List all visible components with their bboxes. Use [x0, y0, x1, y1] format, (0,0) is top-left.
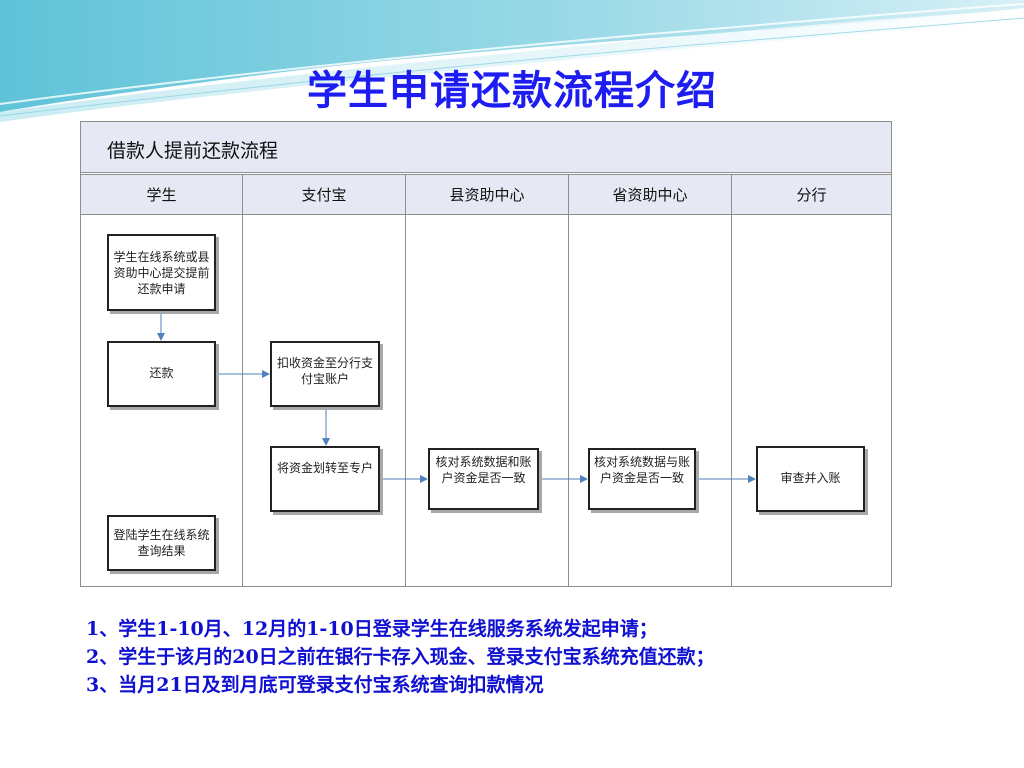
lane-divider — [242, 174, 243, 587]
box-transfer-funds: 将资金划转至专户 — [270, 446, 380, 512]
lane-divider — [731, 174, 732, 587]
note-item: 1、学生1-10月、12月的1-10日登录学生在线服务系统发起申请； — [86, 618, 658, 640]
lane-header-province-center: 省资助中心 — [569, 174, 731, 215]
box-submit-application: 学生在线系统或县资助中心提交提前还款申请 — [107, 234, 216, 311]
flowchart: 借款人提前还款流程 学生 支付宝 县资助中心 省资助中心 分行 学生在线系统或县… — [80, 121, 892, 587]
flowchart-title: 借款人提前还款流程 — [107, 140, 279, 162]
note-item: 3、当月21日及到月底可登录支付宝系统查询扣款情况 — [86, 674, 544, 696]
lane-divider — [405, 174, 406, 587]
lane-divider — [568, 174, 569, 587]
flowchart-header: 借款人提前还款流程 — [81, 122, 891, 173]
notes: 1、学生1-10月、12月的1-10日登录学生在线服务系统发起申请； 2、学生于… — [86, 615, 715, 699]
box-deduct-funds: 扣收资金至分行支付宝账户 — [270, 341, 380, 407]
box-repay: 还款 — [107, 341, 216, 407]
lane-header-county-center: 县资助中心 — [406, 174, 568, 215]
box-login-query: 登陆学生在线系统查询结果 — [107, 515, 216, 571]
flow-arrows — [157, 311, 756, 483]
lane-header-alipay: 支付宝 — [243, 174, 405, 215]
box-province-verify: 核对系统数据与账户资金是否一致 — [588, 448, 696, 510]
box-county-verify: 核对系统数据和账户资金是否一致 — [428, 448, 539, 510]
lane-header-branch: 分行 — [732, 174, 891, 215]
lane-header-student: 学生 — [81, 174, 242, 215]
note-item: 2、学生于该月的20日之前在银行卡存入现金、登录支付宝系统充值还款； — [86, 646, 715, 668]
page-title: 学生申请还款流程介绍 — [307, 68, 717, 114]
box-branch-review: 审查并入账 — [756, 446, 865, 512]
